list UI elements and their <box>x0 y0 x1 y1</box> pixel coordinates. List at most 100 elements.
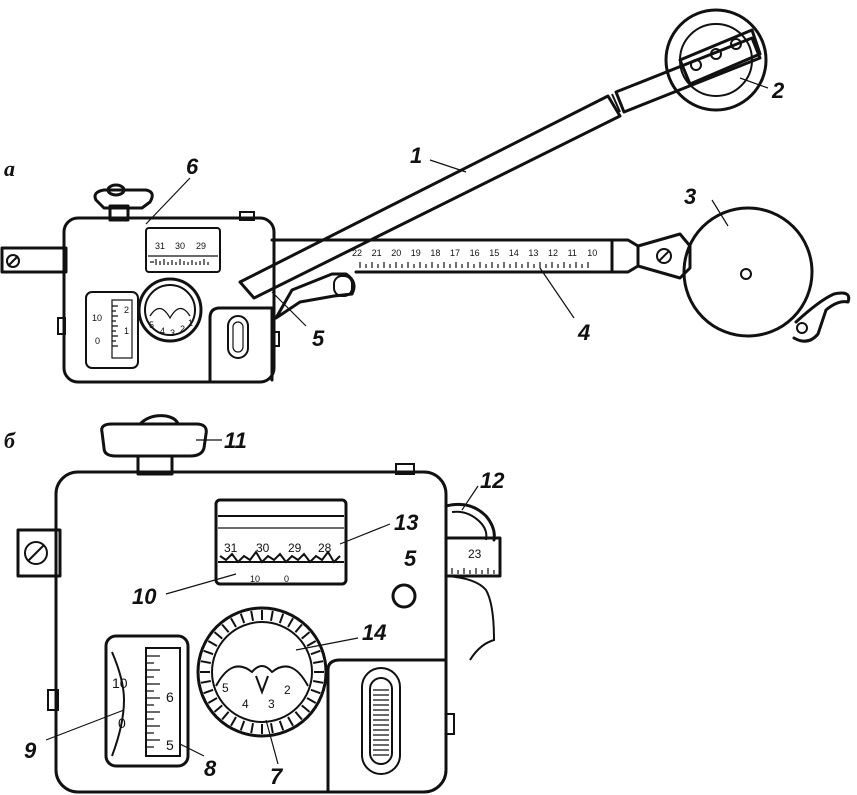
leaders-b <box>45 439 479 765</box>
level-right-5: 5 <box>166 737 174 753</box>
window-bottom-10: 10 <box>250 574 260 584</box>
dial-tick <box>310 688 321 695</box>
callout-8: 8 <box>204 756 217 781</box>
window-bottom-0: 0 <box>284 574 289 584</box>
dial-tick <box>230 716 237 727</box>
callout-7: 7 <box>270 764 284 789</box>
small-window-top-29: 29 <box>196 241 206 251</box>
dial-tick <box>301 631 311 640</box>
dial-tick <box>250 723 254 734</box>
dial-tick <box>213 631 223 640</box>
dial-tick <box>207 640 218 647</box>
dial-tick <box>239 720 246 731</box>
counter-dial-b: 5 4 3 2 <box>196 606 328 738</box>
dial-tick <box>313 680 324 684</box>
callout-5-a: 5 <box>312 326 325 351</box>
dial-tick <box>294 623 303 633</box>
clamp-bar-a <box>0 246 68 274</box>
small-level-right-1: 1 <box>124 326 129 336</box>
dial-tick <box>200 660 211 664</box>
dial-tick <box>306 697 317 704</box>
window-top-28: 28 <box>318 541 332 555</box>
small-level-left-0: 0 <box>95 336 100 346</box>
carriage-body-b <box>54 470 448 794</box>
arm-scale-label: 13 <box>528 248 538 258</box>
callout-2: 2 <box>771 78 785 103</box>
carriage-body-a <box>62 216 276 384</box>
callout-5-b: 5 <box>404 546 417 571</box>
small-dial-3: 3 <box>170 328 175 338</box>
small-dial-2: 2 <box>180 324 185 334</box>
callout-6: 6 <box>186 154 199 179</box>
callout-1: 1 <box>410 143 422 168</box>
arm-stub-23: 23 <box>468 547 482 561</box>
knob-5-b <box>391 583 417 609</box>
arm-scale-label: 17 <box>450 248 460 258</box>
small-level-left-10: 10 <box>92 313 102 323</box>
dial-tick <box>230 617 237 628</box>
dial-tick <box>294 711 303 721</box>
arm-scale-label: 14 <box>509 248 519 258</box>
panel-b-label: б <box>4 428 16 453</box>
arm-scale-label: 19 <box>411 248 421 258</box>
dial-4: 4 <box>242 697 249 711</box>
pole-arm-a <box>238 36 762 300</box>
dial-tick <box>250 610 254 621</box>
panel-a-label: а <box>4 156 15 181</box>
small-dial-5: 5 <box>149 320 154 330</box>
arm-scale-label: 20 <box>391 248 401 258</box>
window-top-30: 30 <box>256 541 270 555</box>
window-top-29: 29 <box>288 541 302 555</box>
dial-tick <box>301 704 311 713</box>
dial-tick <box>203 688 214 695</box>
window-top-31: 31 <box>224 541 238 555</box>
arm-scale-label: 11 <box>568 248 577 258</box>
callout-14: 14 <box>362 620 386 645</box>
dial-tick <box>287 617 294 628</box>
arm-stub-b: 23 <box>444 502 502 661</box>
level-right-6: 6 <box>166 689 174 705</box>
dial-tick <box>310 649 321 656</box>
small-dial-4: 4 <box>160 326 165 336</box>
dial-tick <box>270 723 274 734</box>
dial-tick <box>278 613 285 624</box>
dial-3: 3 <box>268 697 275 711</box>
roller-housing-b <box>326 658 448 794</box>
top-knob-b <box>100 414 208 476</box>
dial-tick <box>213 704 223 713</box>
arm-scale-label: 12 <box>548 248 558 258</box>
pole-weight-a <box>664 8 768 112</box>
dial-tick <box>207 697 218 704</box>
small-window-top-30: 30 <box>175 241 185 251</box>
arm-scale-label: 22 <box>352 248 362 258</box>
leaders-a <box>145 77 769 327</box>
arm-scale-label: 16 <box>470 248 480 258</box>
roller-housing-a <box>208 306 274 382</box>
callout-12: 12 <box>480 468 505 493</box>
level-b: 10 0 6 5 <box>104 634 190 768</box>
reading-window-b: 31 30 29 28 10 0 <box>214 498 348 586</box>
callout-13: 13 <box>394 510 418 535</box>
callout-4: 4 <box>577 320 590 345</box>
level-window-a: 10 0 2 1 <box>85 291 139 369</box>
small-dial-1: 1 <box>188 318 193 328</box>
arm-scale-label: 18 <box>430 248 440 258</box>
reading-window-a: 31 30 29 <box>145 227 221 273</box>
dial-tick <box>221 623 230 633</box>
dial-tick <box>221 711 230 721</box>
counter-dial-a: 5 4 3 2 1 <box>137 277 203 343</box>
level-left-10: 10 <box>112 675 128 691</box>
clamp-b <box>16 528 62 578</box>
dial-tick <box>270 610 274 621</box>
callout-9: 9 <box>24 738 37 763</box>
level-left-0: 0 <box>118 715 126 731</box>
small-level-right-2: 2 <box>124 305 129 315</box>
small-window-top-31: 31 <box>155 241 165 251</box>
panel-a: а 31 30 29 <box>0 8 851 384</box>
dial-5: 5 <box>222 681 229 695</box>
dial-tick <box>203 649 214 656</box>
dial-tick <box>313 660 324 664</box>
dial-tick <box>287 716 294 727</box>
